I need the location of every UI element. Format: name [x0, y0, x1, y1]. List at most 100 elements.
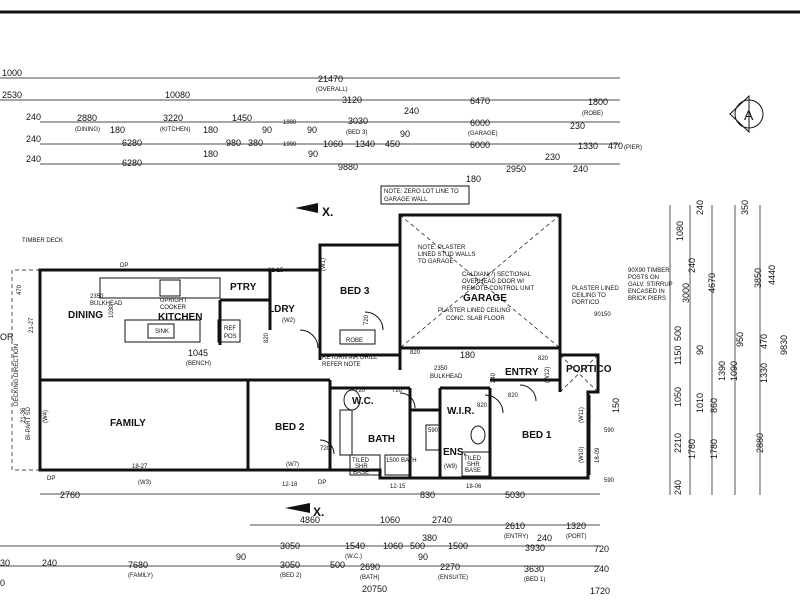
dim-text: 6000 — [470, 118, 490, 128]
dim-text: 1060 — [383, 541, 403, 551]
sink-label: SINK — [155, 329, 169, 335]
dim-text: (BED 1) — [524, 577, 545, 583]
dim-text: 820 — [477, 403, 488, 409]
dim-text: 9880 — [338, 162, 358, 172]
room-dining: DINING — [68, 310, 103, 321]
dim-text: 90 — [418, 552, 428, 562]
dim-text: 720 — [355, 388, 366, 394]
dim-text: 1990 — [283, 142, 297, 148]
dim-text: 240 — [26, 154, 41, 164]
dim-text: 1150 — [673, 346, 683, 365]
dim-text: 3050 — [280, 560, 300, 570]
note-text: SHR — [467, 462, 480, 468]
dim-text: 500 — [330, 560, 345, 570]
bath-tub — [384, 454, 410, 476]
dim-text: 90 — [236, 552, 246, 562]
dim-text: 21470 — [318, 74, 343, 84]
dim-text: 950 — [735, 332, 745, 347]
dim-text: 1780 — [709, 439, 719, 459]
dim-text: 18-27 — [132, 464, 148, 470]
room-wir: W.I.R. — [447, 406, 474, 417]
dim-text: 4860 — [300, 515, 320, 525]
dim-text: 180 — [466, 174, 481, 184]
note-text: BASE — [465, 468, 481, 474]
room-garage: GARAGE — [463, 293, 507, 304]
note-text: POSTS ON — [628, 275, 659, 281]
dim-text: 90 — [307, 125, 317, 135]
dim-text: 6280 — [122, 158, 142, 168]
dim-text: 1090 — [729, 361, 739, 381]
dim-text: (ENSUITE) — [438, 575, 468, 581]
section-x-label: X. — [313, 505, 324, 519]
dim-text: 150 — [611, 398, 621, 413]
dim-text: 2350 — [90, 294, 104, 300]
note-text: SHR — [355, 464, 368, 470]
dim-text: (BATH) — [360, 575, 380, 581]
dim-text: 820 — [538, 356, 549, 362]
note-text: BRICK PIERS — [628, 296, 666, 302]
robe-bed3 — [339, 329, 376, 345]
dim-text: 5030 — [505, 490, 525, 500]
fridge-space — [217, 319, 241, 343]
cooker — [159, 279, 181, 297]
kitchen-bench — [124, 319, 201, 343]
dim-text: 3050 — [280, 541, 300, 551]
note-text: UPRIGHT — [160, 298, 187, 304]
dim-text: 1000 — [2, 68, 22, 78]
dim-text: 720 — [594, 544, 609, 554]
dim-text: 7680 — [128, 560, 148, 570]
dim-text: 2950 — [506, 164, 526, 174]
note-text: PORTICO — [572, 300, 600, 306]
note-text: TIMBER DECK — [22, 238, 63, 244]
window-tag: (W7) — [286, 462, 299, 468]
note-text: OVERHEAD DOOR W/ — [462, 279, 525, 285]
dim-text: 470 — [17, 284, 23, 295]
note-text: CALDIAN(?) SECTIONAL — [462, 272, 532, 278]
dim-text: 1800 — [588, 97, 608, 107]
dim-text: (OVERALL) — [316, 87, 348, 93]
window-tag: (W2) — [282, 318, 295, 324]
dim-text: 2880 — [755, 433, 765, 453]
dim-text: 2530 — [2, 90, 22, 100]
dim-text: 4670 — [707, 273, 717, 293]
shower-base — [349, 454, 381, 476]
note-text: BI-PART SD — [26, 406, 32, 440]
dim-text: 240 — [404, 106, 419, 116]
dim-text: 720 — [364, 314, 370, 325]
dim-text: 1330 — [759, 363, 769, 383]
vanity — [425, 424, 441, 451]
note-text: ENCASED IN — [628, 289, 665, 295]
note-text: 90X90 TIMBER — [628, 268, 670, 274]
dim-text: 90 — [262, 125, 272, 135]
dim-text: 1500 — [448, 541, 468, 551]
dim-text: 240 — [537, 533, 552, 543]
walls — [38, 213, 600, 480]
dim-text: 180 — [110, 125, 125, 135]
dim-text: 1780 — [687, 439, 697, 459]
dim-text: 2210 — [673, 433, 683, 453]
inner-dimensions: 2350 1030 1045 820 720 720 720 720 820 8… — [17, 258, 615, 490]
note-text: RETURN AIR GRILL — [322, 355, 378, 361]
dim-text: 470 — [759, 334, 769, 349]
dim-text: (PORT) — [566, 534, 587, 540]
note-text: CONC. SLAB FLOOR — [446, 316, 505, 322]
note-text: NOTE: ZERO LOT LINE TO — [384, 189, 459, 195]
note-text: REMOTE CONTROL UNIT — [462, 286, 534, 292]
bottom-dimensions: 2760 830 5030 4860 1060 2740 2610 (ENTRY… — [0, 490, 610, 596]
dim-text: 720 — [392, 388, 403, 394]
dim-text: 18-09 — [595, 447, 601, 463]
dim-text: 820 — [410, 350, 421, 356]
dim-text: 500 — [673, 326, 683, 341]
dim-text: 240 — [42, 558, 57, 568]
note-text: NOTE: PLASTER — [418, 245, 466, 251]
dim-text: 720 — [320, 446, 331, 452]
dim-text: 1330 — [578, 141, 598, 151]
dim-text: 860 — [709, 398, 719, 413]
dim-text: (ENTRY) — [504, 534, 528, 540]
dim-text: 12-18 — [282, 482, 298, 488]
dim-text: 450 — [385, 139, 400, 149]
dim-text: 180 — [460, 350, 475, 360]
dim-text: 3000 — [681, 283, 691, 303]
dim-text: 3030 — [348, 116, 368, 126]
dim-text: 3120 — [342, 95, 362, 105]
